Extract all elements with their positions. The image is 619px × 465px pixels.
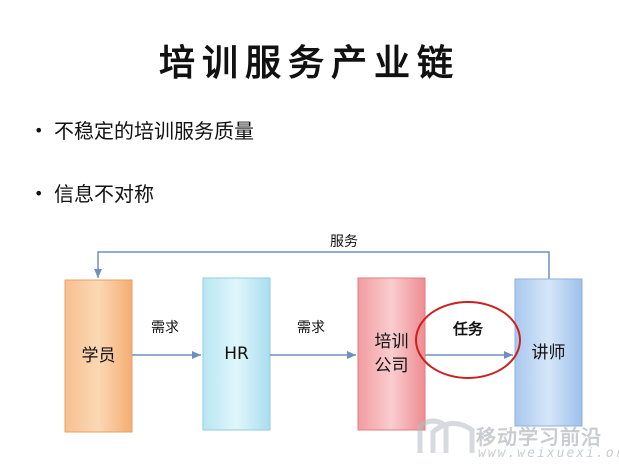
task-label: 任务 bbox=[453, 320, 484, 338]
watermark-text: 移动学习前沿 bbox=[476, 425, 602, 449]
demand-label-1: 需求 bbox=[151, 320, 179, 336]
watermark-logo-icon bbox=[417, 418, 475, 453]
service-label: 服务 bbox=[330, 234, 358, 250]
slide-title: 培训服务产业链 bbox=[158, 42, 460, 84]
company-node bbox=[357, 277, 426, 431]
demand-label-2: 需求 bbox=[297, 320, 325, 336]
bullet-item: • 信息不对称 bbox=[34, 178, 154, 207]
company-label-line1: 培训 bbox=[374, 332, 409, 352]
company-label-line2: 公司 bbox=[374, 356, 409, 376]
bullet-dot-icon: • bbox=[34, 184, 44, 203]
bullet-item: • 不稳定的培训服务质量 bbox=[34, 115, 254, 144]
hr-label: HR bbox=[224, 344, 249, 364]
task-highlight-ellipse bbox=[415, 301, 521, 379]
teacher-label: 讲师 bbox=[531, 342, 566, 363]
bullet-dot-icon: • bbox=[34, 121, 44, 140]
service-arrow bbox=[94, 251, 550, 279]
teacher-node bbox=[514, 278, 583, 427]
bullet-text: 不稳定的培训服务质量 bbox=[54, 119, 254, 143]
hr-node bbox=[202, 277, 271, 431]
watermark: 移动学习前沿 www.weixuexi.org bbox=[412, 420, 619, 465]
bullet-text: 信息不对称 bbox=[54, 182, 154, 206]
student-label: 学员 bbox=[81, 346, 116, 366]
student-node bbox=[64, 279, 133, 433]
company-label: 培训 公司 bbox=[358, 278, 425, 430]
watermark-url: www.weixuexi.org bbox=[478, 446, 619, 461]
